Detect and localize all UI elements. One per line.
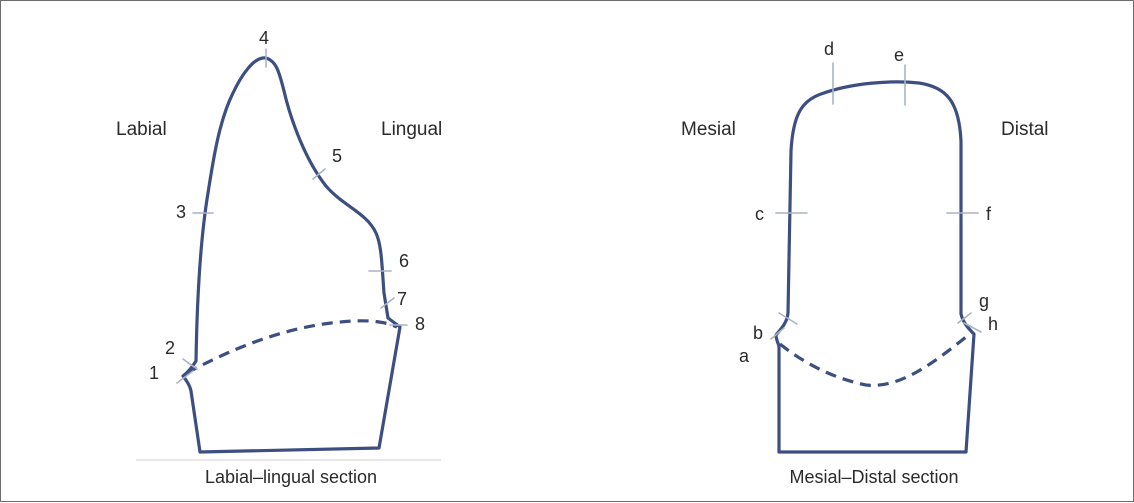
right-tooth-outline [774, 80, 976, 454]
mesial-label: Mesial [681, 119, 736, 140]
left-tooth-outline [181, 56, 402, 454]
left-tick-2 [182, 358, 198, 370]
point-label-g: g [979, 291, 989, 311]
point-label-b: b [753, 323, 763, 343]
point-label-1: 1 [149, 363, 159, 383]
mesial-distal-section: a b c d e f g h Mesial Distal Mesial–Dis… [681, 39, 1049, 487]
point-label-5: 5 [332, 146, 342, 166]
point-label-e: e [894, 45, 904, 65]
left-cej-dashed-line [186, 319, 398, 375]
left-tick-1 [176, 370, 194, 384]
lingual-label: Lingual [381, 119, 442, 140]
point-label-c: c [755, 204, 764, 224]
right-tick-b [778, 312, 798, 325]
point-label-h: h [988, 314, 998, 334]
point-label-a: a [739, 346, 750, 366]
right-cej-dashed-line [778, 331, 972, 387]
right-tick-a [770, 327, 785, 340]
right-tick-h [963, 322, 982, 333]
right-caption: Mesial–Distal section [789, 467, 958, 487]
distal-label: Distal [1001, 119, 1049, 140]
left-tick-5 [312, 168, 326, 180]
point-label-6: 6 [399, 251, 409, 271]
point-label-8: 8 [415, 314, 425, 334]
point-label-7: 7 [397, 289, 407, 309]
point-label-d: d [824, 39, 834, 59]
point-label-2: 2 [165, 338, 175, 358]
right-tick-g [957, 312, 972, 324]
labial-label: Labial [116, 119, 167, 140]
left-tick-7 [380, 297, 395, 309]
left-caption: Labial–lingual section [205, 467, 377, 487]
labial-lingual-section: 1 2 3 4 5 6 7 8 Labial Lingual Labial–li… [116, 28, 442, 487]
point-label-f: f [986, 204, 992, 224]
point-label-3: 3 [176, 202, 186, 222]
point-label-4: 4 [259, 28, 269, 48]
